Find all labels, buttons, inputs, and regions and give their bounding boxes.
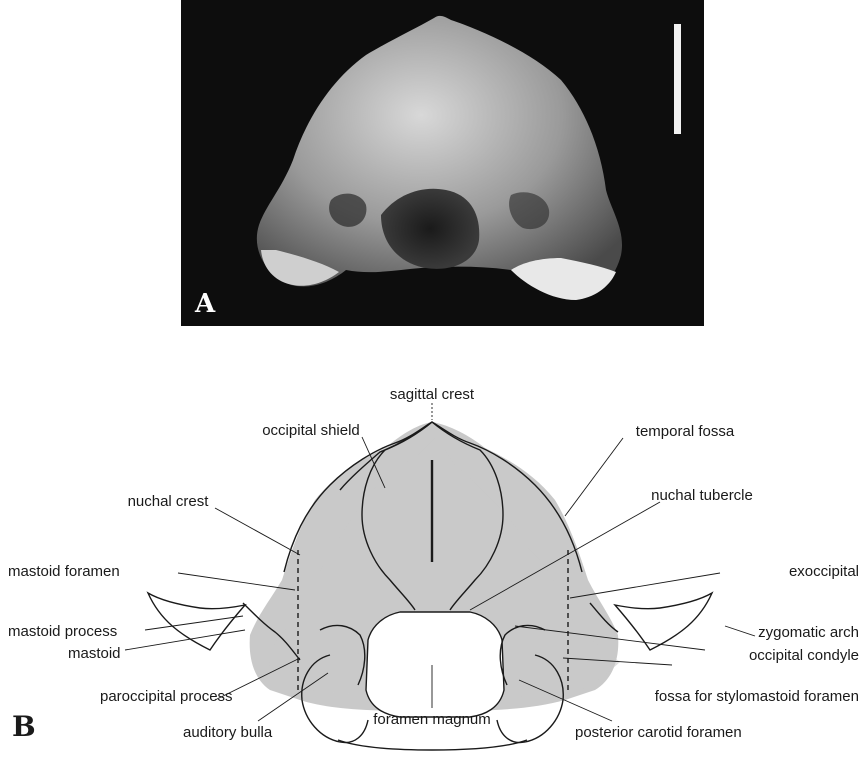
- label-occipital-shield: occipital shield: [262, 422, 360, 439]
- label-sagittal-crest: sagittal crest: [390, 386, 475, 403]
- label-temporal-fossa: temporal fossa: [636, 423, 735, 440]
- label-auditory-bulla: auditory bulla: [183, 724, 273, 741]
- label-nuchal-crest: nuchal crest: [128, 493, 210, 510]
- leader-zygomatic-arch: [725, 626, 755, 636]
- basioccipital-outline: [338, 740, 527, 750]
- panel-b-letter: B: [12, 710, 36, 743]
- label-occipital-condyle: occipital condyle: [749, 647, 859, 664]
- right-zygomatic-arch: [615, 593, 712, 650]
- label-foramen-magnum: foramen magnum: [373, 711, 491, 728]
- label-nuchal-tubercle: nuchal tubercle: [651, 487, 753, 504]
- label-paroccipital-process: paroccipital process: [100, 688, 233, 705]
- skull-photo-drawing: A: [181, 0, 704, 326]
- label-mastoid: mastoid: [68, 645, 121, 662]
- leader-temporal-fossa: [565, 438, 623, 516]
- foramen-magnum-outline: [366, 612, 504, 717]
- leader-mastoid-foramen: [178, 573, 295, 590]
- left-zygomatic-arch: [148, 593, 245, 650]
- label-mastoid-process: mastoid process: [8, 623, 117, 640]
- label-posterior-carotid: posterior carotid foramen: [575, 724, 742, 741]
- label-zygomatic-arch: zygomatic arch: [758, 624, 859, 641]
- leader-nuchal-crest: [215, 508, 300, 555]
- label-fossa-stylomastoid: fossa for stylomastoid foramen: [655, 688, 859, 705]
- leader-exoccipital: [570, 573, 720, 598]
- label-exoccipital: exoccipital: [789, 563, 859, 580]
- labeled-skull-diagram: sagittal crest occipital shield temporal…: [0, 340, 862, 772]
- label-mastoid-foramen: mastoid foramen: [8, 563, 120, 580]
- skull-photograph: A: [181, 0, 704, 326]
- panel-a-letter: A: [194, 289, 216, 319]
- scale-bar: [674, 24, 681, 134]
